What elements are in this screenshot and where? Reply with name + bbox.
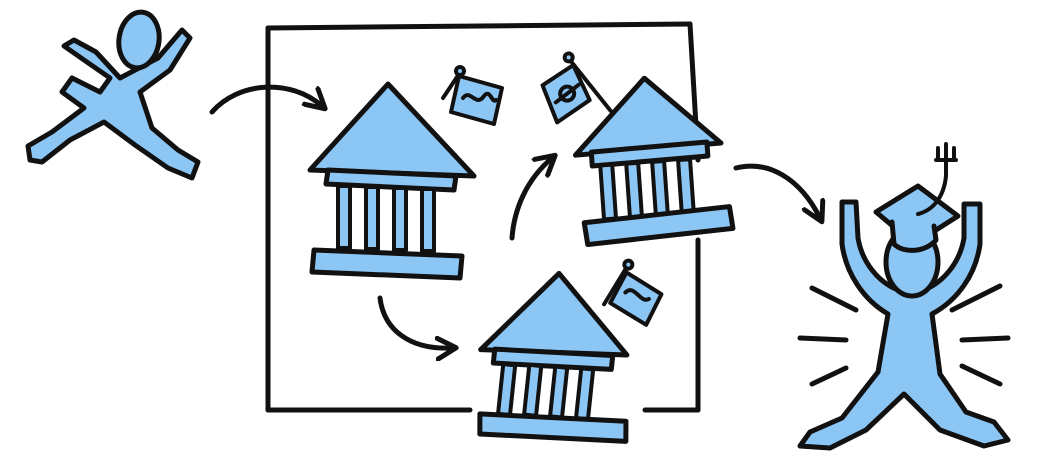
university-building-icon bbox=[310, 67, 502, 278]
graduation-cap-icon bbox=[876, 144, 958, 250]
university-building-icon bbox=[540, 43, 733, 247]
flag-icon bbox=[443, 67, 502, 124]
curved-arrow-icon bbox=[736, 166, 820, 218]
curved-arrow-icon bbox=[380, 298, 452, 348]
flag-icon bbox=[602, 259, 664, 327]
university-building-icon bbox=[472, 246, 665, 451]
running-person-icon bbox=[28, 9, 198, 178]
curved-arrow-icon bbox=[512, 158, 552, 238]
flag-icon bbox=[540, 51, 611, 123]
